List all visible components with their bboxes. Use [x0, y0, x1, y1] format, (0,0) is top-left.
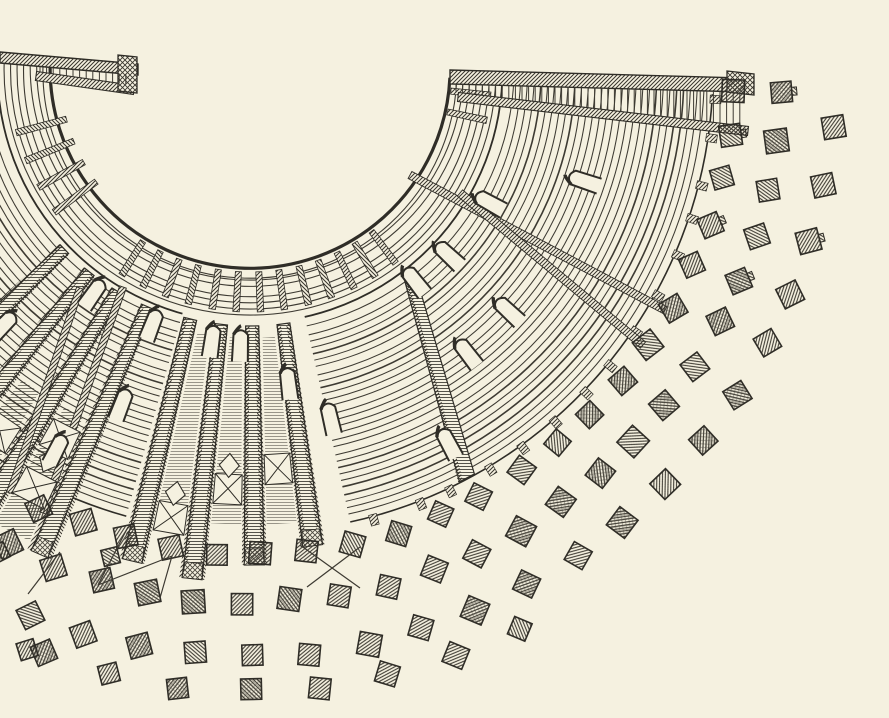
- portico-pillar: [648, 467, 682, 501]
- inner-stair-stubs: [14, 87, 492, 313]
- portico-pillar: [461, 538, 492, 569]
- portico-pillar: [239, 677, 263, 701]
- portico-pillar: [240, 643, 264, 667]
- portico-pillar: [165, 676, 190, 701]
- portico-pillar: [15, 637, 40, 662]
- portico-pillar: [677, 250, 707, 280]
- portico-pillar: [809, 171, 838, 200]
- portico-pillar: [704, 306, 736, 337]
- portico-pillar: [276, 585, 303, 613]
- portico-pillar: [708, 164, 736, 192]
- portico-pillar: [687, 424, 720, 457]
- portico-pillar: [23, 493, 54, 524]
- portico-pillar: [99, 545, 122, 568]
- portico-pillar: [544, 485, 578, 519]
- portico-pillar: [406, 613, 435, 642]
- portico-pillar: [695, 210, 727, 240]
- portico-pillar: [88, 566, 116, 594]
- portico-pillar: [463, 481, 494, 512]
- portico-pillar: [29, 638, 59, 668]
- portico-pillar: [752, 327, 783, 359]
- portico-pillar: [605, 505, 640, 540]
- portico-pillar: [68, 507, 99, 537]
- portico-pillar: [68, 619, 99, 650]
- portico-pillar: [721, 379, 754, 411]
- portico-pillar: [355, 630, 384, 659]
- portico-pillar: [631, 327, 666, 362]
- portico-pillar: [511, 568, 542, 600]
- portico-pillar: [293, 538, 320, 564]
- portico-pillar: [375, 573, 402, 601]
- portico-pillar: [96, 661, 122, 687]
- portico-pillar: [794, 226, 826, 256]
- portico-pillar: [820, 113, 848, 141]
- portico-pillar: [755, 177, 781, 203]
- portico-pillar: [724, 266, 756, 296]
- portico-pillar: [459, 594, 491, 627]
- portico-pillar: [419, 554, 450, 585]
- portico-pillar: [183, 640, 208, 665]
- portico-pillar: [133, 578, 162, 607]
- portico-pillar: [112, 523, 139, 550]
- portico-pillar: [678, 350, 711, 383]
- portico-pillar: [296, 642, 322, 668]
- portico-pillar-rings: [0, 78, 848, 701]
- portico-pillar: [720, 78, 746, 104]
- portico-pillar: [584, 456, 617, 490]
- portico-pillar: [762, 127, 791, 155]
- portico-pillar: [180, 588, 207, 615]
- portico-pillar: [505, 454, 538, 486]
- portico-pillar: [717, 122, 748, 149]
- portico-pillar: [504, 514, 538, 548]
- portico-pillar: [615, 424, 651, 459]
- portico-pillar: [230, 592, 254, 616]
- vomitoria-doors: [0, 169, 602, 468]
- portico-pillar: [157, 533, 185, 562]
- portico-pillar: [124, 631, 154, 661]
- portico-pillar: [205, 543, 229, 566]
- stage-edge: [0, 51, 755, 137]
- portico-pillar: [742, 222, 772, 251]
- portico-pillar: [247, 540, 273, 566]
- portico-pillar: [0, 540, 12, 566]
- portico-pillar: [607, 365, 639, 397]
- portico-pillar: [426, 499, 455, 529]
- portico-pillar: [326, 582, 353, 609]
- portico-pillar: [563, 540, 594, 571]
- portico-pillar: [657, 292, 690, 325]
- wall-trace-connectors: [27, 526, 361, 599]
- portico-pillar: [647, 388, 681, 422]
- portico-pillar: [506, 615, 534, 643]
- portico-pillar: [440, 640, 471, 671]
- portico-pillar: [774, 278, 806, 310]
- portico-pillar: [14, 599, 46, 631]
- portico-pillar: [384, 519, 413, 548]
- vomitorium-door: [278, 367, 300, 401]
- portico-pillar: [574, 399, 605, 430]
- portico-pillar: [542, 427, 573, 458]
- portico-pillar: [769, 80, 798, 105]
- portico-pillar: [38, 553, 69, 583]
- portico-pillar: [338, 529, 367, 559]
- portico-pillar: [307, 676, 333, 701]
- portico-pillar: [373, 659, 402, 688]
